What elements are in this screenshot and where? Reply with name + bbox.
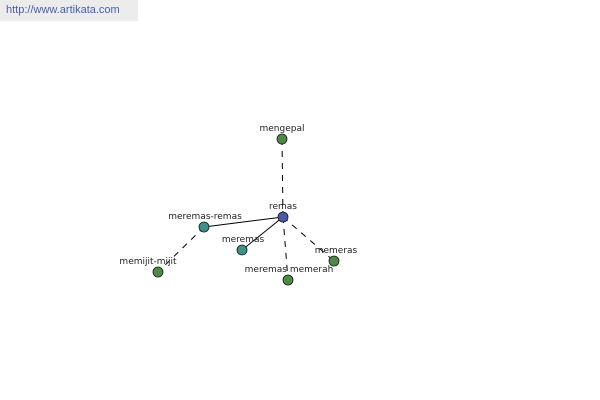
node-circle-meremas-memerah[interactable] [282, 274, 294, 286]
edge-meremas-remas-memijit-mijit [157, 226, 205, 273]
node-memeras[interactable]: memeras [315, 246, 358, 267]
watermark-link[interactable]: http://www.artikata.com [0, 0, 138, 21]
node-circle-memijit-mijit[interactable] [152, 266, 164, 278]
node-meremas[interactable]: meremas [222, 235, 265, 256]
node-meremas-remas[interactable]: meremas-remas [168, 212, 242, 233]
node-label-meremas-remas[interactable]: meremas-remas [168, 212, 242, 222]
node-label-meremas-memerah[interactable]: meremas memerah [245, 265, 334, 275]
node-label-mengepal[interactable]: mengepal [260, 124, 305, 134]
node-circle-meremas[interactable] [236, 244, 248, 256]
node-label-memeras[interactable]: memeras [315, 246, 358, 256]
node-memijit-mijit[interactable]: memijit-mijit [119, 257, 177, 278]
edge-remas-meremas [241, 216, 284, 251]
node-label-memijit-mijit[interactable]: memijit-mijit [119, 257, 177, 267]
edge-remas-mengepal [281, 138, 284, 218]
node-mengepal[interactable]: mengepal [260, 124, 305, 145]
node-circle-memeras[interactable] [328, 255, 340, 267]
node-circle-mengepal[interactable] [276, 133, 288, 145]
node-circle-remas[interactable] [277, 211, 289, 223]
node-circle-meremas-remas[interactable] [198, 221, 210, 233]
node-label-meremas[interactable]: meremas [222, 235, 265, 245]
node-remas[interactable]: remas [269, 202, 297, 223]
node-meremas-memerah[interactable]: meremas memerah [245, 265, 334, 286]
edge-remas-meremas-remas [203, 216, 284, 228]
edge-remas-meremas-memerah [282, 216, 289, 281]
node-label-remas[interactable]: remas [269, 202, 297, 212]
